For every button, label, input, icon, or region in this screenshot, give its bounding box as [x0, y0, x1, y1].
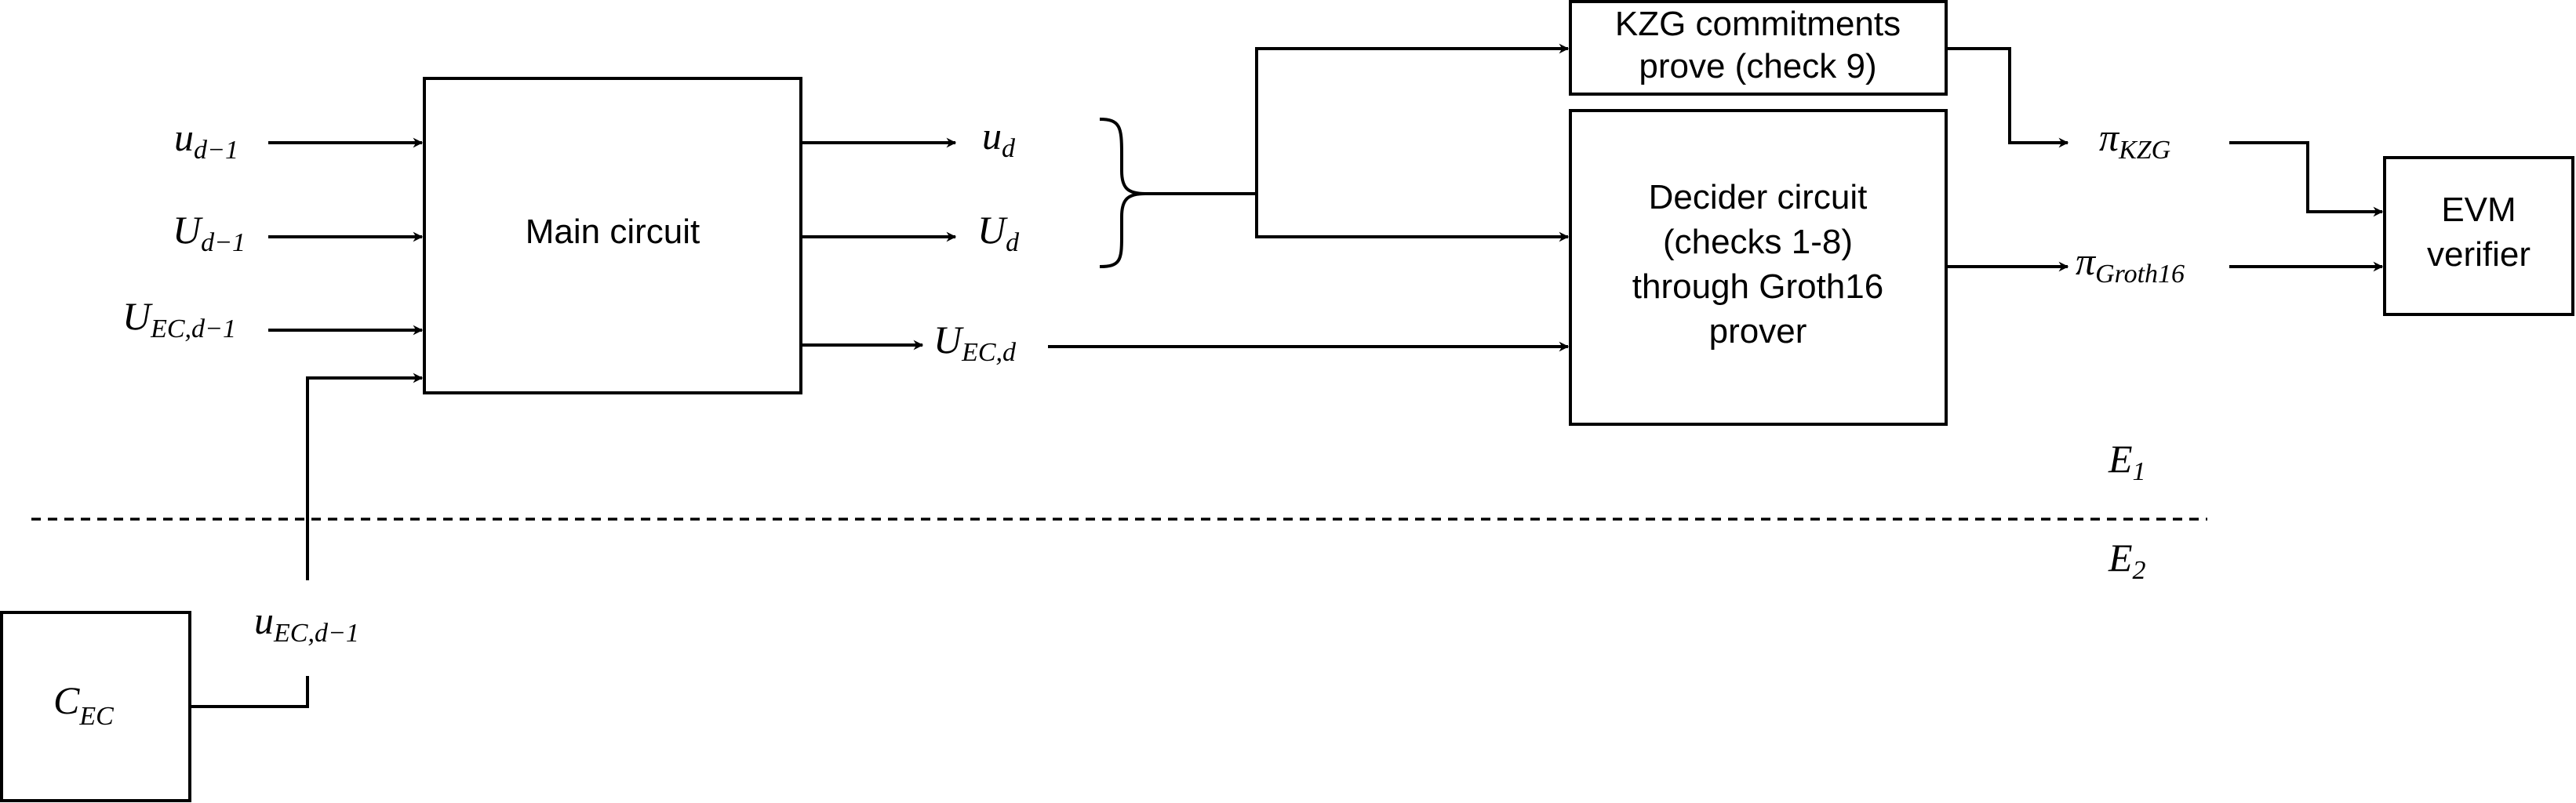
arrow-to-kzg: [1255, 43, 1570, 194]
pi-groth16-label: πGroth16: [2076, 239, 2185, 289]
kzg-label-line2: prove (check 9): [1639, 47, 1876, 85]
output-UEC-d-label: UEC,d: [933, 318, 1017, 367]
wire-cec: [190, 676, 309, 708]
input-u-prev-label: ud−1: [174, 115, 238, 165]
input-U-prev-label: Ud−1: [173, 208, 246, 257]
pi-kzg-label: πKZG: [2099, 115, 2170, 165]
arrow-pi-kzg-to-evm: [2229, 141, 2384, 217]
main-circuit-box: Main circuit: [423, 77, 802, 394]
kzg-commitments-box: KZG commitments prove (check 9): [1569, 0, 1948, 96]
cec-box: CEC: [0, 611, 191, 802]
arrow-uEC-prev: [306, 372, 424, 580]
input-uEC-prev-label: uEC,d−1: [254, 598, 359, 648]
decider-label-line2: (checks 1-8): [1663, 223, 1853, 261]
main-circuit-label: Main circuit: [526, 213, 700, 251]
evm-verifier-box: EVM verifier: [2383, 156, 2574, 316]
decider-circuit-box: Decider circuit (checks 1-8) through Gro…: [1569, 109, 1948, 426]
curly-brace: [1099, 118, 1146, 268]
curve-e1-label: E1: [2108, 437, 2146, 486]
output-U-d-label: Ud: [977, 208, 1020, 257]
kzg-label-line1: KZG commitments: [1615, 5, 1901, 43]
arrow-kzg-to-pi: [1946, 47, 2069, 148]
arrow-to-decider-top: [1255, 194, 1570, 242]
evm-label-line2: verifier: [2427, 235, 2531, 274]
curve-e2-label: E2: [2108, 536, 2146, 585]
decider-label-line4: prover: [1709, 312, 1807, 351]
cec-label: CEC: [53, 678, 114, 731]
output-u-d-label: ud: [982, 114, 1016, 163]
decider-label-line1: Decider circuit: [1649, 178, 1868, 216]
input-UEC-prev-label: UEC,d−1: [122, 294, 236, 343]
evm-label-line1: EVM: [2441, 191, 2516, 229]
decider-label-line3: through Groth16: [1632, 267, 1883, 306]
